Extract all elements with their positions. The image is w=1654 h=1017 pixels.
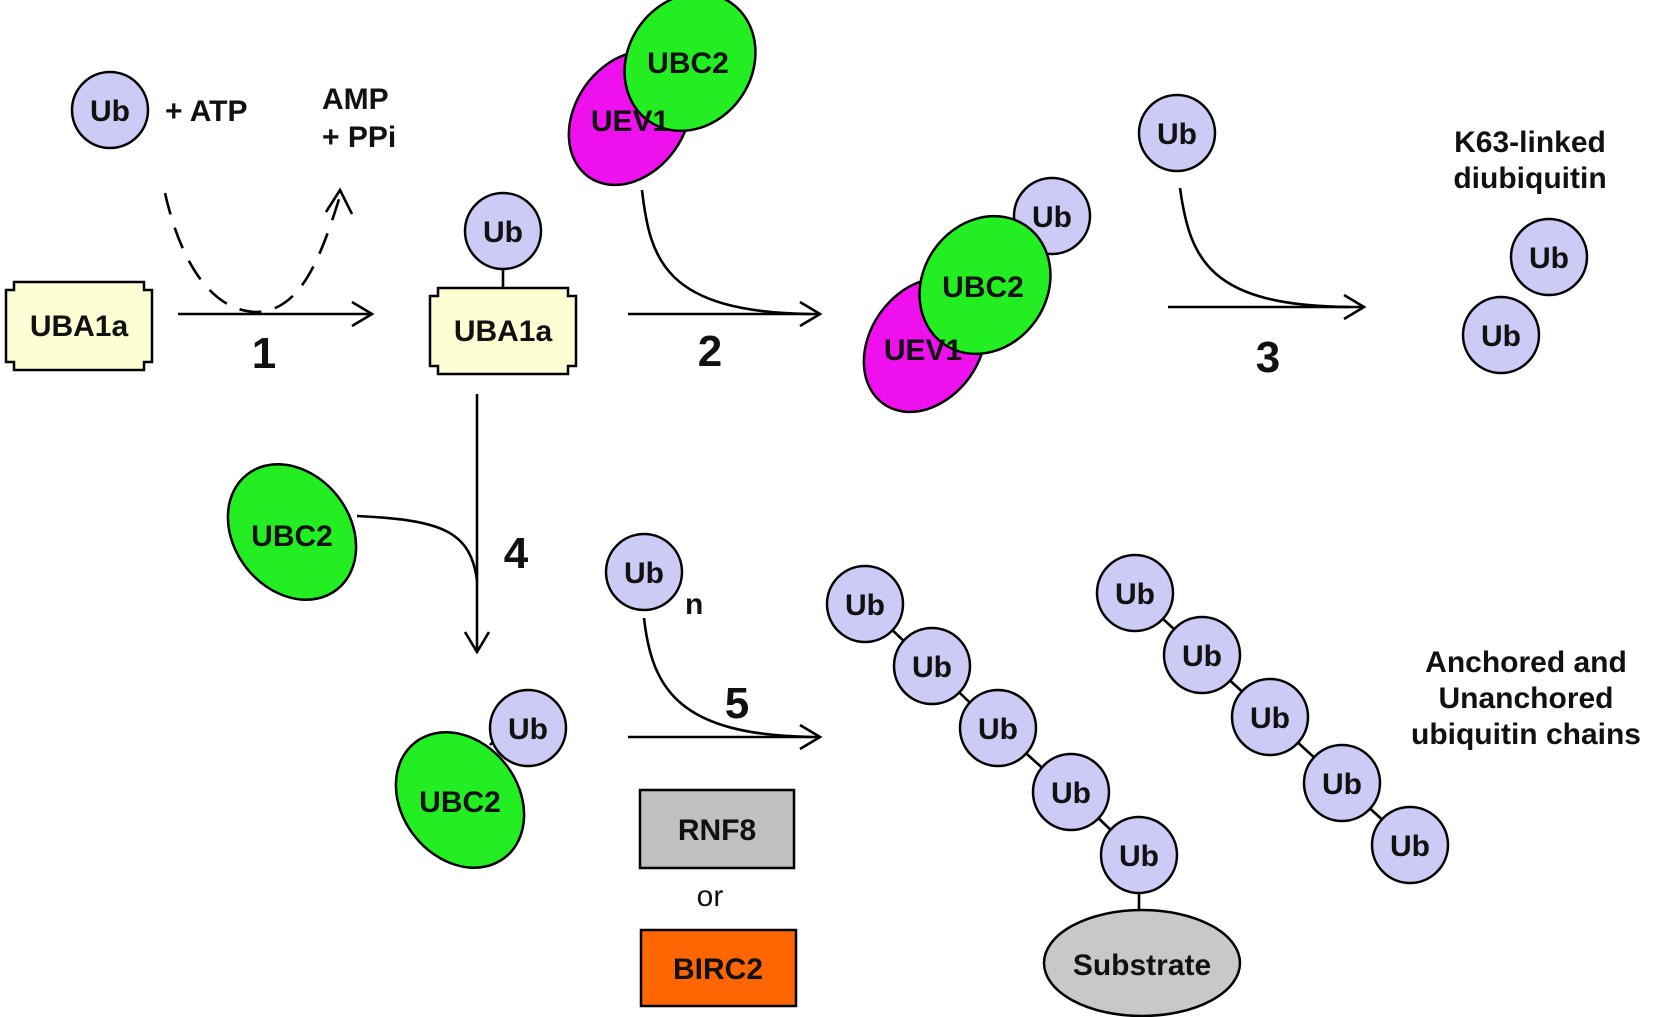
step2-arrowhead <box>799 300 823 328</box>
uev1-ubc2-heterodimer-free: UBC2 UEV1 <box>567 0 757 187</box>
ub-label: Ub <box>508 713 548 746</box>
unanchored-ubiquitin-chain: Ub Ub Ub Ub Ub <box>1095 553 1450 885</box>
step5-arrowhead <box>799 723 823 751</box>
ubc2-label: UBC2 <box>647 47 729 80</box>
substrate-label: Substrate <box>1073 949 1211 982</box>
ub-label: Ub <box>1032 201 1072 234</box>
ub-label: Ub <box>978 713 1018 746</box>
free-ub-atp: Ub + ATP <box>70 70 248 150</box>
ub-label: Ub <box>1390 830 1430 863</box>
ub-label: Ub <box>1119 840 1159 873</box>
ubc2-label: UBC2 <box>942 271 1024 304</box>
ub-icon <box>892 626 972 706</box>
atp-consumption-dashed-arc <box>163 192 342 314</box>
uev1-label: UEV1 <box>591 105 669 138</box>
step-4-number: 4 <box>504 529 529 578</box>
uba1a-ub-complex: Ub UBA1a <box>428 191 578 376</box>
ubc2-label: UBC2 <box>419 786 501 819</box>
ub-label: Ub <box>1529 242 1569 275</box>
ub-icon <box>488 688 568 768</box>
ub-icon <box>1370 805 1450 885</box>
step5-input-curve <box>642 617 813 739</box>
step-5-number: 5 <box>725 679 749 728</box>
ubc2-ub-complex: Ub UBC2 <box>394 688 568 869</box>
ppi-label: + PPi <box>322 121 396 154</box>
ub-icon <box>1099 815 1179 895</box>
or-label: or <box>697 880 724 913</box>
step4-input-curve <box>356 514 479 581</box>
amp-label: AMP <box>322 83 389 116</box>
ub-label: Ub <box>845 589 885 622</box>
ub-label: Ub <box>1157 118 1197 151</box>
step1-arrowhead <box>351 300 375 328</box>
uev1-ubc2-ub-complex: Ub UBC2 UEV1 <box>862 176 1092 414</box>
ub-icon <box>1162 615 1242 695</box>
ub-label: Ub <box>912 651 952 684</box>
birc2-e3-box: BIRC2 <box>639 928 798 1008</box>
ub-label: Ub <box>1115 578 1155 611</box>
ub-icon <box>463 191 543 271</box>
chains-caption-line3: ubiquitin chains <box>1411 718 1641 751</box>
ub-icon <box>825 564 905 644</box>
step3-input-curve <box>1178 187 1351 309</box>
ub-icon <box>1137 93 1217 173</box>
ub-icon <box>1095 553 1175 633</box>
k63-title-line2: diubiquitin <box>1453 162 1606 195</box>
rnf8-e3-box: RNF8 <box>638 788 796 870</box>
chains-caption-line1: Anchored and <box>1425 646 1627 679</box>
step-1-number: 1 <box>252 329 276 378</box>
birc2-label: BIRC2 <box>673 953 763 986</box>
ub-label: Ub <box>1051 777 1091 810</box>
uba1a-box-left: UBA1a <box>4 280 154 372</box>
chains-caption-line2: Unanchored <box>1438 682 1613 715</box>
chains-caption: Anchored and Unanchored ubiquitin chains <box>1411 646 1641 751</box>
ub-icon <box>1461 295 1541 375</box>
ub-icon <box>1031 752 1111 832</box>
anchored-ubiquitin-chain: Substrate Ub Ub Ub Ub Ub <box>825 564 1242 1017</box>
ubc2-free: UBC2 <box>226 463 358 601</box>
ub-icon <box>1302 743 1382 823</box>
step3-arrowhead <box>1343 293 1367 321</box>
uba1a-label: UBA1a <box>454 315 553 348</box>
k63-title-line1: K63-linked <box>1454 126 1606 159</box>
ub-label: Ub <box>483 216 523 249</box>
step2-input-curve <box>640 189 811 316</box>
rnf8-label: RNF8 <box>678 814 756 847</box>
dashed-arrowhead <box>324 187 354 215</box>
ub-icon <box>1509 217 1589 297</box>
ub-label: Ub <box>1481 320 1521 353</box>
atp-label: + ATP <box>165 95 248 128</box>
step4-arrowhead <box>463 631 491 655</box>
free-ub-step3: Ub <box>1137 93 1217 173</box>
uba1a-label: UBA1a <box>30 310 129 343</box>
substrate-shape <box>1042 908 1242 1017</box>
ub-icon <box>1230 677 1310 757</box>
ub-icon <box>604 532 684 612</box>
ubc2-label: UBC2 <box>251 520 333 553</box>
ub-icon <box>958 688 1038 768</box>
amp-ppi-products: AMP + PPi <box>322 83 396 154</box>
ub-label: Ub <box>624 557 664 590</box>
n-subscript: n <box>685 588 703 621</box>
ub-label: Ub <box>1250 702 1290 735</box>
uev1-label: UEV1 <box>884 334 962 367</box>
step-2-number: 2 <box>698 327 722 376</box>
ub-label: Ub <box>90 95 130 128</box>
ub-label: Ub <box>1182 640 1222 673</box>
ub-icon <box>70 70 150 150</box>
free-ub-n: Ub n <box>604 532 703 621</box>
ub-label: Ub <box>1322 768 1362 801</box>
k63-diubiquitin: K63-linked diubiquitin Ub Ub <box>1453 126 1607 375</box>
step-3-number: 3 <box>1256 333 1280 382</box>
